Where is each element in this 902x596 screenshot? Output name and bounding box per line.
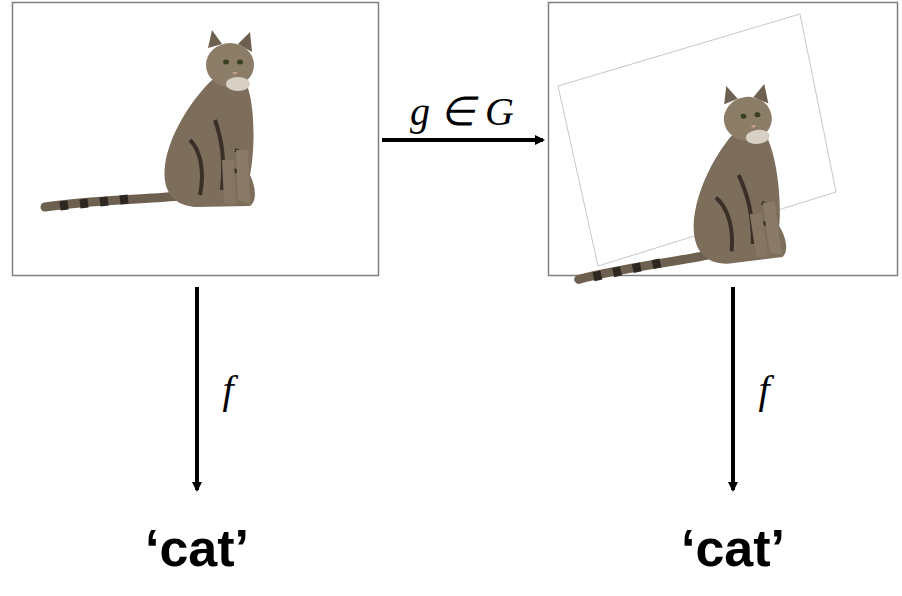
cat-picture	[45, 30, 255, 207]
class-label: ‘cat’	[145, 522, 249, 574]
group-element-label: g ∈ G	[410, 92, 514, 132]
function-label: f	[758, 370, 769, 410]
transform-arrow	[382, 138, 543, 142]
class-label: ‘cat’	[681, 522, 785, 574]
function-label: f	[222, 370, 233, 410]
image-frame	[13, 3, 379, 276]
map-arrow	[731, 287, 735, 490]
map-arrow	[195, 287, 199, 490]
cat-picture	[560, 81, 787, 279]
